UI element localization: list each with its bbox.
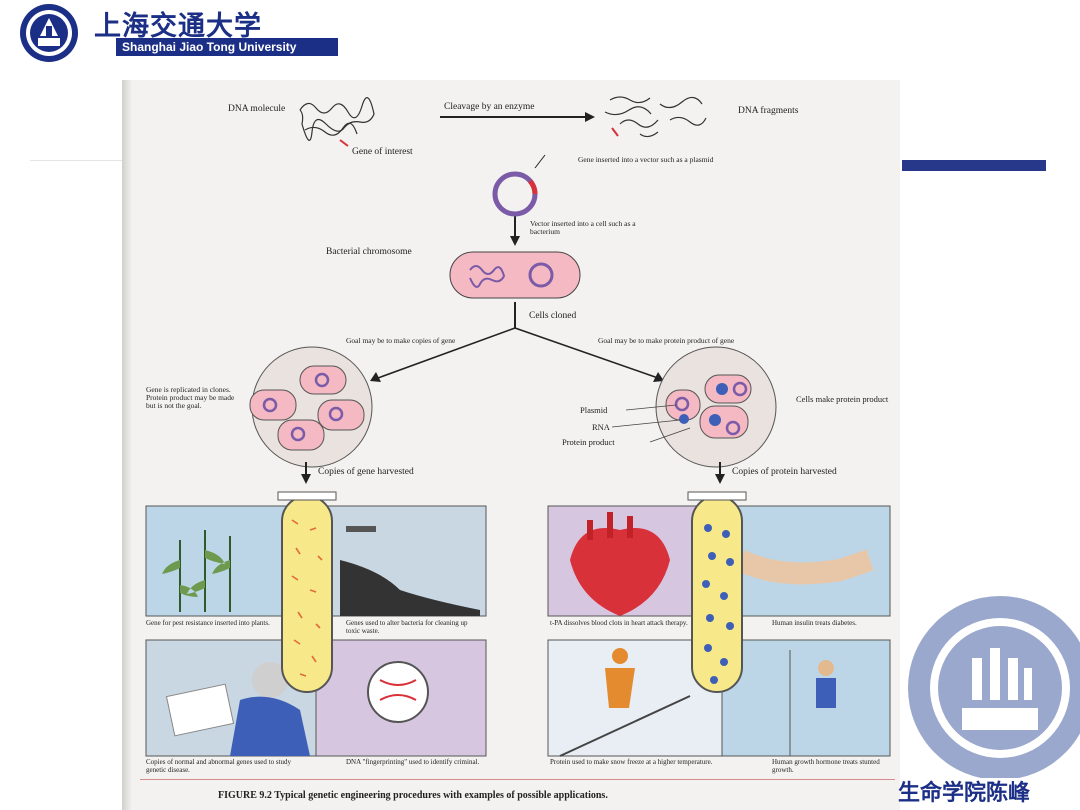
label-cells-cloned: Cells cloned — [529, 311, 577, 321]
label-plasmid: Plasmid — [580, 405, 608, 415]
figure-caption: FIGURE 9.2 Typical genetic engineering p… — [218, 790, 608, 801]
university-name-en: Shanghai Jiao Tong University — [116, 38, 338, 56]
label-dna-fragments: DNA fragments — [738, 106, 799, 116]
label-gene-replicated: Gene is replicated in clones. Protein pr… — [146, 385, 235, 410]
label-copies-harvested: Copies of gene harvested — [318, 467, 414, 477]
label-cleavage: Cleavage by an enzyme — [444, 102, 535, 112]
label-gene-of-interest: Gene of interest — [352, 147, 413, 157]
label-vector-inserted: Vector inserted into a cell such as a ba… — [530, 219, 636, 236]
label-goal-protein: Goal may be to make protein product of g… — [598, 336, 735, 345]
author-name: 生命学院陈峰 — [898, 780, 1031, 806]
caption-fingerprinting: DNA "fingerprinting" used to identify cr… — [346, 758, 480, 766]
caption-rule — [140, 779, 895, 780]
caption-snow: Protein used to make snow freeze at a hi… — [550, 758, 713, 766]
label-protein-product: Protein product — [562, 437, 615, 447]
university-emblem-watermark — [900, 588, 1080, 780]
scan-shadow — [122, 80, 132, 810]
caption-pest-resistance: Gene for pest resistance inserted into p… — [146, 619, 270, 627]
label-goal-copies: Goal may be to make copies of gene — [346, 336, 456, 345]
label-gene-inserted: Gene inserted into a vector such as a pl… — [578, 155, 714, 164]
label-protein-harvested: Copies of protein harvested — [732, 467, 837, 477]
label-bacterial-chromosome: Bacterial chromosome — [326, 247, 412, 257]
caption-genetic-disease: Copies of normal and abnormal genes used… — [146, 758, 292, 774]
university-seal-logo — [18, 2, 80, 64]
label-rna: RNA — [592, 422, 610, 432]
label-dna-molecule: DNA molecule — [228, 104, 286, 114]
caption-tpa: t-PA dissolves blood clots in heart atta… — [550, 619, 688, 627]
caption-growth-hormone: Human growth hormone treats stunted grow… — [772, 758, 880, 774]
caption-insulin: Human insulin treats diabetes. — [772, 619, 857, 627]
label-cells-make: Cells make protein product — [796, 394, 889, 404]
university-name-cn: 上海交通大学 — [94, 11, 262, 42]
caption-toxic-waste: Genes used to alter bacteria for cleanin… — [346, 619, 468, 635]
accent-bar — [902, 160, 1046, 171]
